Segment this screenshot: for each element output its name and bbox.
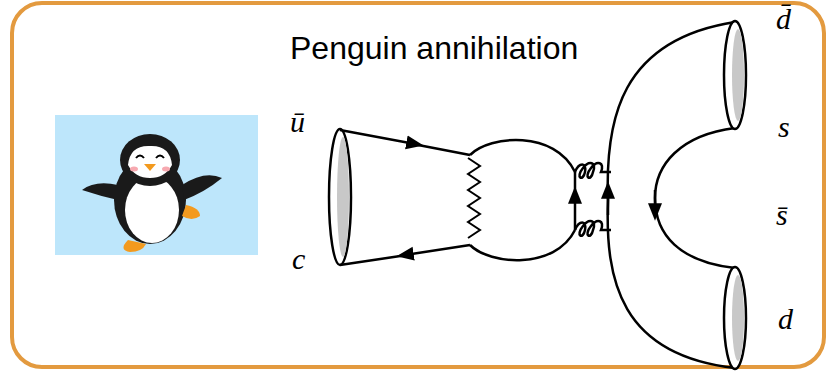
- penguin-illustration: [55, 115, 258, 255]
- quark-label: d: [778, 302, 793, 336]
- diagram-title: Penguin annihilation: [290, 30, 578, 67]
- quark-label: ū: [290, 105, 305, 139]
- quark-label: s: [778, 110, 790, 144]
- panel-border: [12, 3, 824, 367]
- quark-label: d̄: [776, 2, 791, 36]
- quark-label: c: [292, 242, 305, 276]
- quark-label: s̄: [776, 198, 788, 232]
- quark-lines: [329, 21, 746, 369]
